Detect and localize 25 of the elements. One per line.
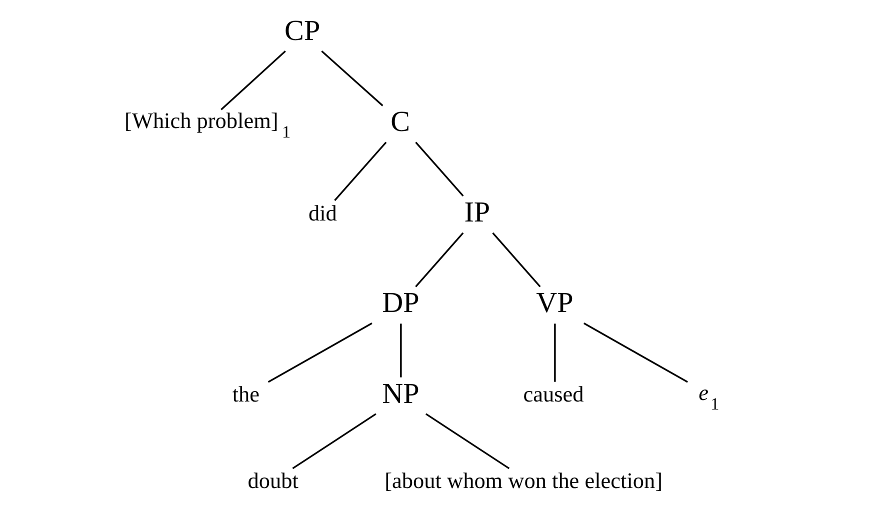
node-text: caused [523,382,584,407]
node-text: CP [284,15,320,48]
connector [220,50,286,110]
connector [415,232,464,288]
connector [334,142,387,202]
connector [492,232,541,288]
connector [268,322,372,383]
connector [415,142,464,197]
node-text: the [232,382,260,407]
connector [292,413,376,470]
node-text: VP [536,287,574,320]
node-text: [Which problem]$_{1}$ [124,108,291,142]
node-text: e$_{1}$ [698,380,720,414]
connector [583,322,688,383]
node-text: did [308,200,337,226]
node-text: C [390,106,410,138]
node-text: IP [464,196,490,228]
connector [321,50,384,106]
connector [425,413,510,470]
node-text: doubt [248,468,298,494]
node-text: NP [382,378,420,410]
node-text: [about whom won the election] [384,468,663,494]
node-text: DP [382,287,420,320]
connector [400,324,402,378]
connector [554,324,556,382]
